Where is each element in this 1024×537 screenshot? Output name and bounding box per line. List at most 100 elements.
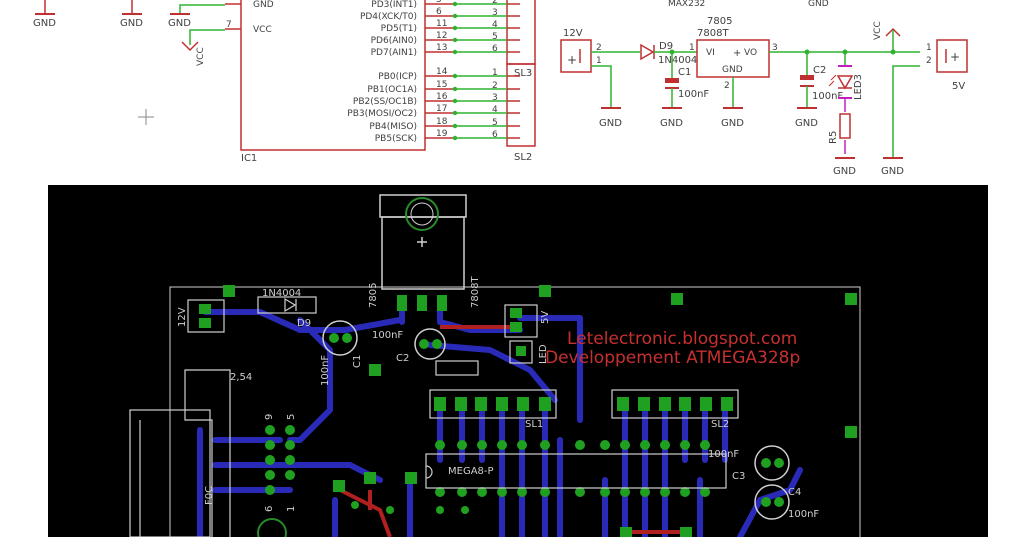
pcb-c2: C2 xyxy=(396,353,409,364)
ic1-left-pin-label: VCC xyxy=(253,25,272,35)
ic1-right-pin-label: PD7(AIN1) xyxy=(371,48,417,58)
svg-text:+: + xyxy=(567,53,577,67)
regulator: 7805 7808T VI + VO GND 1 3 2 GND xyxy=(689,16,920,129)
r5-ref: R5 xyxy=(828,131,839,144)
ic1-right-pin-label: PB4(MISO) xyxy=(369,122,417,132)
pcb-5: 5 xyxy=(286,414,297,420)
vcc-symbol-left: VCC xyxy=(181,29,225,66)
pcb-5v: 5V xyxy=(540,311,551,324)
ic1-right-pin-label: PD5(T1) xyxy=(381,24,417,34)
svg-text:+: + xyxy=(733,48,741,59)
pcb-1n4004: 1N4004 xyxy=(262,288,301,299)
ic1-name: IC1 xyxy=(241,153,257,164)
ic1-right-pin-num: 15 xyxy=(436,80,447,90)
pcb-d9: D9 xyxy=(297,318,311,329)
gnd-reg: GND xyxy=(721,118,744,129)
ic1-right-pin-label: PB1(OC1A) xyxy=(367,85,417,95)
gnd-c1: GND xyxy=(660,118,683,129)
vcc-label-right: VCC xyxy=(873,21,883,40)
j12v-pin-a: 2 xyxy=(596,43,602,53)
c2-ref: C2 xyxy=(813,65,826,76)
gnd-symbol-2: GND xyxy=(120,0,143,29)
j12v-label: 12V xyxy=(563,28,583,39)
sl3-upper-pin-num: 4 xyxy=(492,20,498,30)
gnd-c2: GND xyxy=(795,118,818,129)
origin-cross xyxy=(138,109,154,125)
pcb-led: LED xyxy=(538,344,549,364)
pcb-pads xyxy=(199,285,857,537)
ic1-right-pin-label: PB5(SCK) xyxy=(375,134,417,144)
capacitor-c1: C1 100nF GND xyxy=(660,52,709,129)
vcc-5v-connector: VCC GND 1 2 + 5V xyxy=(873,21,968,177)
pcb-caps xyxy=(322,320,790,520)
gnd-label-2: GND xyxy=(120,18,143,29)
reg-gnd: GND xyxy=(722,65,743,75)
sl2-pin-num: 6 xyxy=(492,130,498,140)
pcb-6: 6 xyxy=(264,506,275,512)
d9-ref: D9 xyxy=(659,41,673,52)
j12v-pin-b: 1 xyxy=(596,56,602,66)
sl3-upper-pin-num: 6 xyxy=(492,44,498,54)
pcb-sl1: SL1 xyxy=(525,419,543,430)
reg-vi: VI xyxy=(706,48,715,58)
pcb-layout: 7805 7808T xyxy=(48,185,988,537)
d9-value: 1N4004 xyxy=(658,55,697,66)
c1-value: 100nF xyxy=(678,89,709,100)
sl3-upper-pin-num: 5 xyxy=(492,32,498,42)
watermark-line2: Developpement ATMEGA328p xyxy=(545,348,800,368)
connector-sl2: SL2 xyxy=(506,63,536,163)
gnd-led: GND xyxy=(833,166,856,177)
ic1-left-pin-label: GND xyxy=(253,0,274,10)
reg-alt: 7808T xyxy=(697,28,729,39)
pcb-100nf-c1: 100nF xyxy=(320,355,331,386)
reg-pin-gnd: 2 xyxy=(724,81,730,91)
sl3-upper-pin-num: 3 xyxy=(492,8,498,18)
ic1-right-pin-label: PD6(AIN0) xyxy=(371,36,417,46)
ic1-right-pin-num: 14 xyxy=(436,67,448,77)
pcb-c3: C3 xyxy=(732,471,745,482)
gnd-label-3: GND xyxy=(168,18,191,29)
pcb-screw-holes xyxy=(257,518,287,537)
reg-pin-out: 3 xyxy=(772,43,778,53)
j5v-pin-b: 2 xyxy=(926,56,932,66)
ic1-right-pin-num: 16 xyxy=(436,92,448,102)
pcb-100nf-c4: 100nF xyxy=(788,509,819,520)
pcb-7808t: 7808T xyxy=(470,276,481,308)
pcb-round-pads xyxy=(265,425,710,514)
gnd-12v: GND xyxy=(599,118,622,129)
ic1-right-pin-num: 19 xyxy=(436,129,448,139)
pcb-c1: C1 xyxy=(352,355,363,368)
pcb-100nf-c2: 100nF xyxy=(372,330,403,341)
ic1-right-pin-label: PB3(MOSI/OC2) xyxy=(347,109,417,119)
vcc-label-left: VCC xyxy=(196,47,206,66)
reg-pin-in: 1 xyxy=(689,43,695,53)
pcb-9: 9 xyxy=(264,414,275,420)
pcb-sl2: SL2 xyxy=(711,419,729,430)
svg-text:+: + xyxy=(950,50,960,64)
capacitor-c2: C2 100nF GND xyxy=(795,49,843,129)
pcb-traces xyxy=(197,299,803,537)
ic1-right-pin-num: 13 xyxy=(436,43,447,53)
sl2-pin-num: 5 xyxy=(492,118,498,128)
ic1-right-pin-num: 11 xyxy=(436,19,447,29)
sl3-upper-pin-num: 2 xyxy=(492,0,498,6)
gnd-top-right: GND xyxy=(808,0,829,9)
pcb-cap-pads xyxy=(329,333,784,507)
pcb-f0c: F0C xyxy=(204,486,215,505)
ic1-right-pin-num: 12 xyxy=(436,31,447,41)
connector-12v: 12V + 2 1 GND xyxy=(560,28,640,129)
gnd-5v: GND xyxy=(881,166,904,177)
ic1-right-pin-num: 5 xyxy=(436,0,442,5)
c2-value: 100nF xyxy=(812,91,843,102)
sl2-pin-num: 2 xyxy=(492,81,498,91)
pcb-254: 2,54 xyxy=(230,372,252,383)
j5v-pin-a: 1 xyxy=(926,43,932,53)
gnd-label-1: GND xyxy=(33,18,56,29)
pcb-12v: 12V xyxy=(177,307,188,327)
pcb-mega: MEGA8-P xyxy=(448,466,494,477)
led3-ref: LED3 xyxy=(853,74,864,100)
sl3-name: SL3 xyxy=(514,68,532,79)
pcb-regulator: 7805 7808T xyxy=(368,194,481,308)
